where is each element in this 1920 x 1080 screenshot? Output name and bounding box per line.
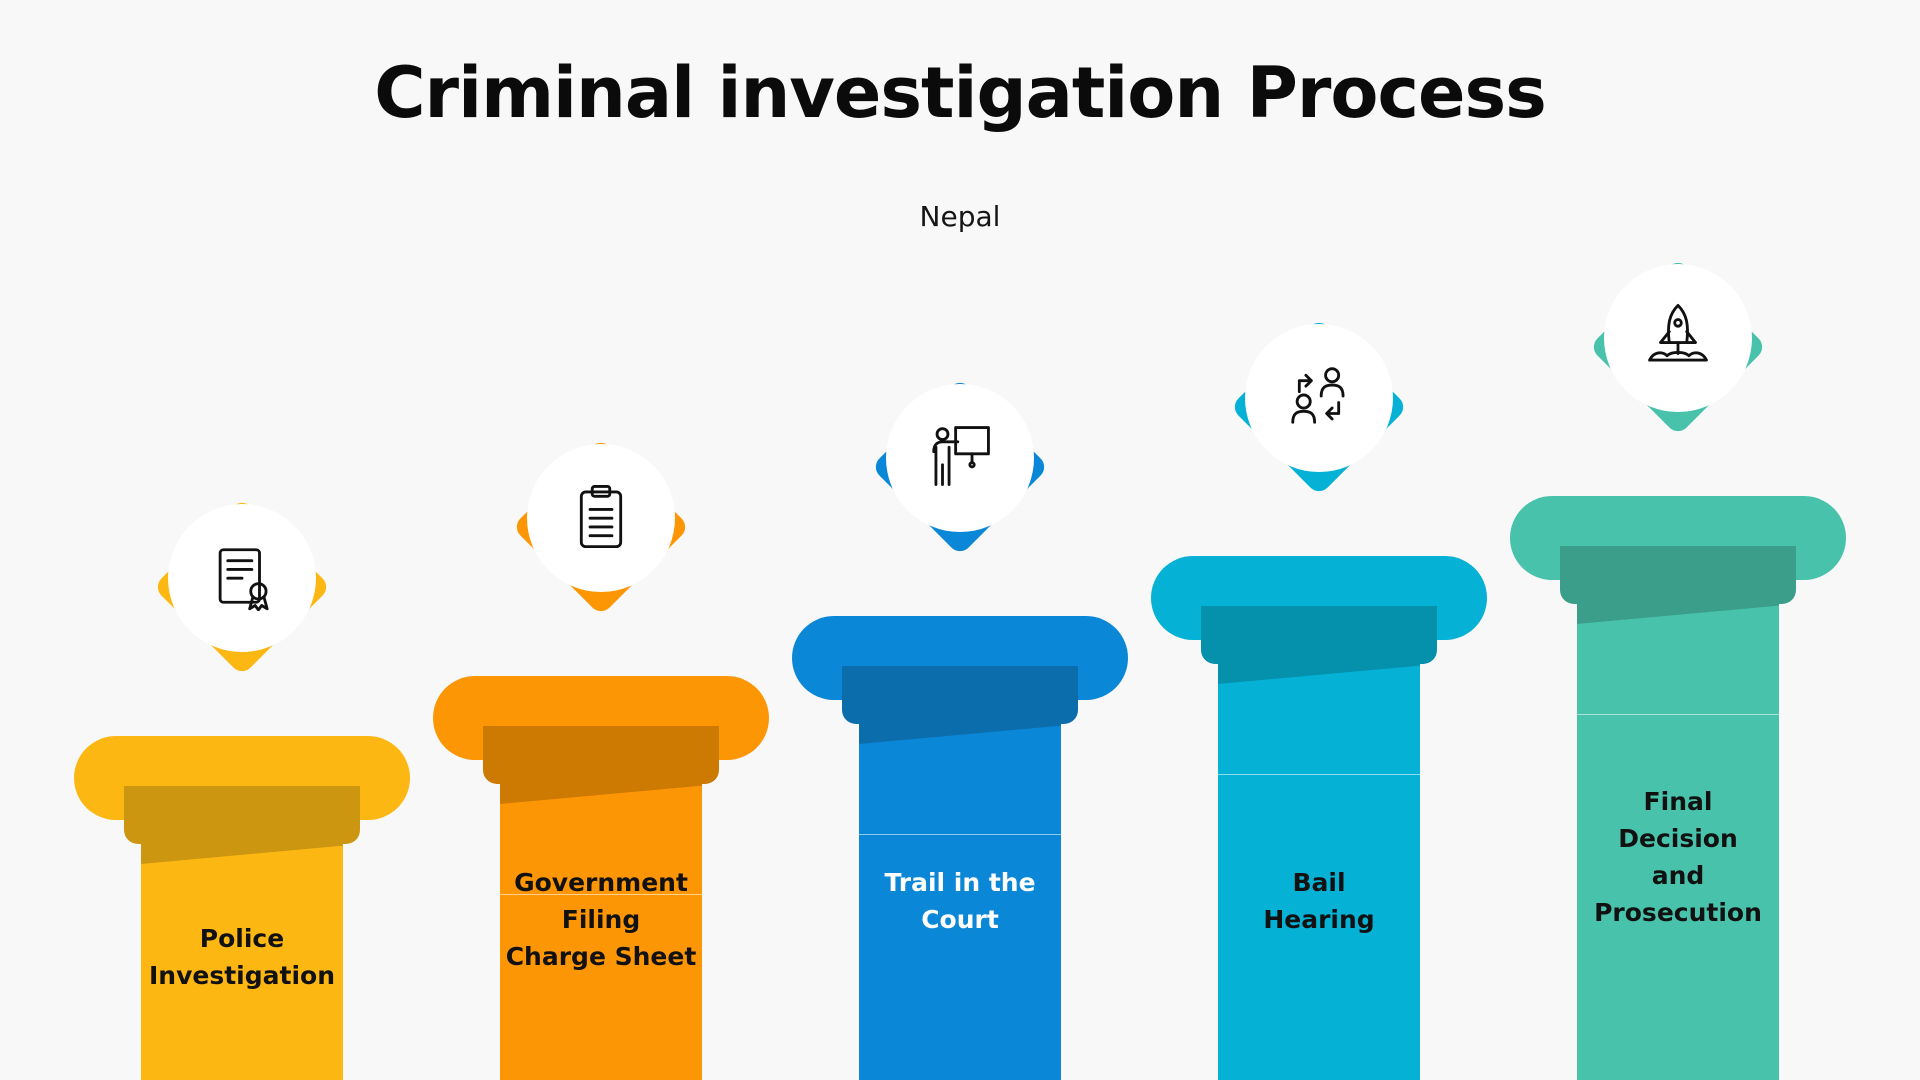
shaft-shadow [859,724,1061,744]
pillar-shaft [500,784,702,1080]
presenter-board-icon [925,421,995,495]
pillar-collar [124,786,360,844]
shaft-line [859,834,1061,835]
certificate-document-icon [207,541,277,615]
user-exchange-icon [1284,361,1354,435]
pillar-collar [842,666,1078,724]
rocket-launch-icon [1643,301,1713,375]
shaft-line [1577,714,1779,715]
shaft-shadow [500,784,702,804]
icon-circle [527,444,675,592]
icon-circle [1604,264,1752,412]
pillar-shaft [859,724,1061,1080]
shaft-shadow [1577,604,1779,624]
pillar-shaft [141,844,343,1080]
pillar-collar [1560,546,1796,604]
icon-circle [886,384,1034,532]
page-subtitle: Nepal [919,200,1001,233]
shaft-shadow [1218,664,1420,684]
shaft-line [500,894,702,895]
pillar-collar [1201,606,1437,664]
pillar-shaft [1577,604,1779,1080]
shaft-shadow [141,844,343,864]
pillar-shaft [1218,664,1420,1080]
icon-circle [1245,324,1393,472]
clipboard-icon [566,481,636,555]
icon-circle [168,504,316,652]
page-title: Criminal investigation Process [374,52,1547,134]
pillar-collar [483,726,719,784]
shaft-line [1218,774,1420,775]
